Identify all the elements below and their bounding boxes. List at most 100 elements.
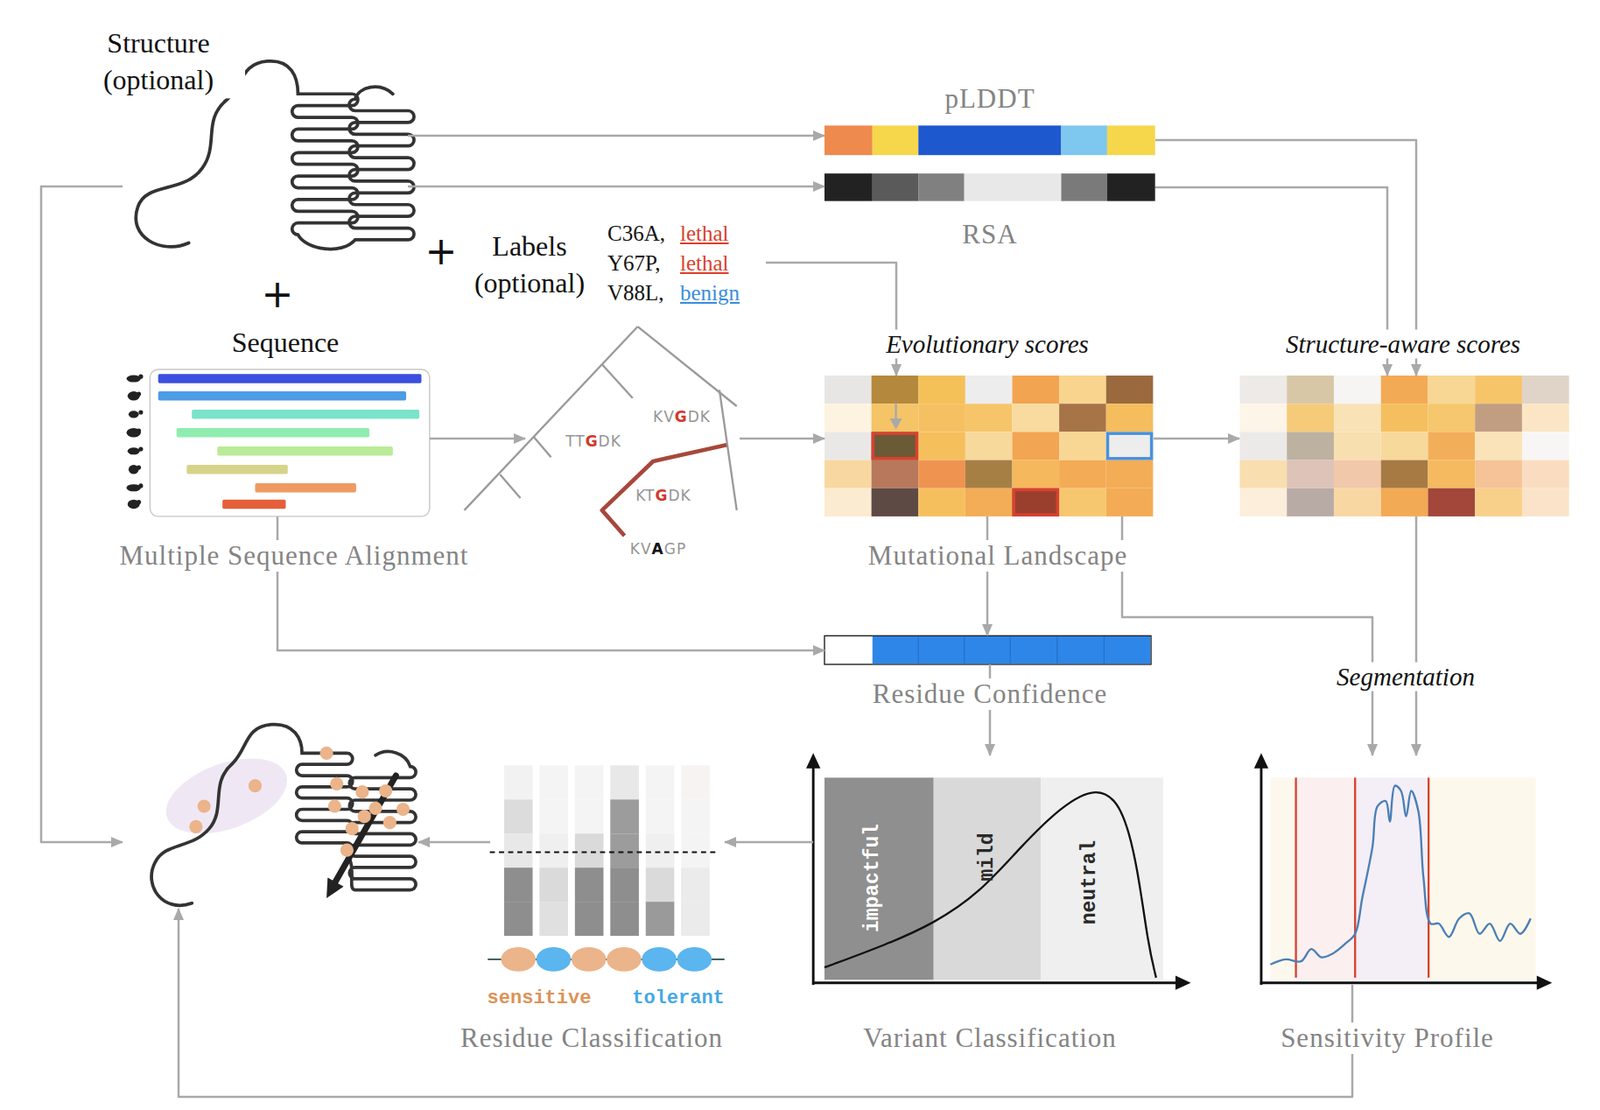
heatmap-cell [1381, 403, 1429, 432]
track-title: pLDDT [939, 83, 1040, 115]
heatmap-cell [871, 403, 920, 432]
heatmap-cell [1522, 403, 1570, 432]
heatmap-cell [824, 375, 872, 404]
segment-band [1270, 777, 1296, 980]
neutral-band [1040, 777, 1164, 980]
heatmap-cell [1333, 460, 1382, 489]
heatmap-cell [1333, 375, 1382, 404]
segment-band [1296, 777, 1356, 980]
heatmap-cell [1239, 460, 1287, 489]
score-stack-cell [539, 764, 569, 800]
sensitive-residue-dot [189, 820, 203, 834]
heatmap-cell [1059, 431, 1107, 460]
sensitivity-curve [1270, 785, 1530, 965]
heatmap-cell [824, 460, 872, 489]
heatmap-cell [918, 460, 966, 489]
pointer-line [894, 402, 897, 421]
heatmap-cell [1381, 431, 1429, 460]
sequence-fragment: TTGDK [565, 432, 622, 450]
heatmap-cell [824, 431, 872, 460]
heatmap-cell [1011, 375, 1060, 404]
variant-classification-chart: impactfulmildneutralVariant Classificati… [813, 755, 1189, 985]
aligned-sequence [186, 464, 288, 474]
heatmap-cell [871, 488, 920, 517]
variant-label: lethal [680, 251, 730, 276]
confidence-divider [1010, 636, 1011, 663]
rsa-segment [1060, 173, 1107, 201]
heatmap-cell [1333, 488, 1382, 517]
confidence-divider [1056, 636, 1058, 663]
aligned-sequence [176, 428, 370, 437]
species-icon [138, 409, 143, 415]
plddt-segment [1060, 125, 1107, 155]
heatmap-cell [965, 375, 1013, 404]
heatmap-cell [1333, 403, 1382, 432]
score-stack-cell [575, 799, 604, 834]
alignment-box [149, 369, 429, 517]
heatmap-cell [824, 403, 872, 432]
axis-arrowhead [1175, 975, 1191, 990]
residue-marker [536, 947, 572, 972]
heatmap-cell [1474, 375, 1523, 404]
score-stack-cell [610, 867, 639, 902]
score-stack-cell [680, 901, 710, 936]
heatmap-cell [1011, 403, 1060, 432]
residue-marker [641, 947, 677, 972]
impactful-band [824, 777, 934, 980]
caption: Sensitivity Profile [1275, 1022, 1500, 1054]
heatmap-cell [871, 460, 920, 489]
tree-branch [499, 474, 520, 499]
variant-name: Y67P, [607, 251, 660, 276]
highlighted-variant [1107, 433, 1151, 459]
heatmap-cell [1427, 460, 1475, 489]
segment-band [1428, 777, 1536, 980]
heatmap-cell [965, 488, 1013, 517]
phylogeny-tree: TTGDKKVGDKKTGDKKVAGP [525, 326, 740, 563]
heatmap-cell [965, 431, 1013, 460]
score-stack-cell [645, 867, 675, 902]
residue-marker [500, 947, 536, 972]
plus-sign: + [425, 228, 458, 274]
heatmap-cell [1239, 488, 1287, 517]
score-stack-cell [610, 764, 639, 800]
caption: Variant Classification [857, 1022, 1123, 1054]
heatmap-cell [871, 431, 920, 460]
species-icon [138, 483, 143, 488]
axis-arrowhead [1254, 752, 1269, 768]
residue-classification-chart: sensitivetolerantResidue Classification [490, 760, 725, 975]
connector-arrow [1153, 437, 1240, 441]
score-stack-cell [610, 799, 639, 834]
caption: Residue Confidence [867, 678, 1114, 710]
rsa-segment [1107, 173, 1156, 201]
score-stack-cell [645, 764, 675, 800]
variant-label: lethal [680, 221, 730, 246]
connector-arrow [41, 186, 123, 843]
heatmap-cell [1286, 488, 1334, 517]
band-label: impactful [861, 823, 885, 933]
heatmap-cell [1381, 375, 1429, 404]
protein-backbone [151, 724, 416, 906]
strand-arrow [333, 775, 396, 885]
species-icon [126, 428, 141, 437]
heatmap-cell [1427, 403, 1475, 432]
residue-marker [677, 947, 713, 972]
region-highlight [155, 743, 297, 850]
species-icon [136, 464, 141, 470]
heatmap-cell [1427, 488, 1475, 517]
score-stack-cell [645, 833, 675, 868]
score-stack-cell [504, 867, 534, 902]
sensitive-residue-dot [355, 785, 369, 799]
connector-arrow [724, 841, 814, 844]
sequence-fragment: KVGDK [652, 407, 711, 426]
band-label: mild [975, 832, 999, 881]
heatmap-cell [1286, 431, 1334, 460]
heatmap-cell [1059, 403, 1107, 432]
rsa-segment [824, 173, 873, 201]
x-axis [812, 981, 1180, 984]
score-stack-cell [610, 833, 639, 868]
heatmap-cell [918, 403, 966, 432]
pointer-head [890, 418, 903, 430]
sensitive-residue-dot [396, 802, 410, 816]
heatmap-cell [965, 403, 1013, 432]
segment-boundary [1354, 777, 1356, 978]
